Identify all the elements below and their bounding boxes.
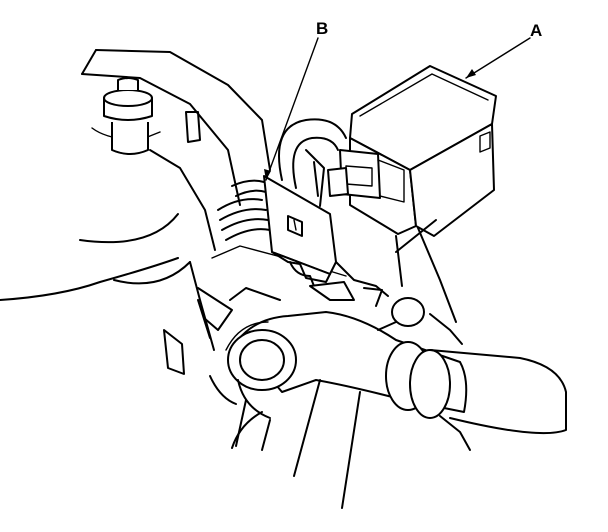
callout-label-b: B <box>316 19 328 38</box>
leader-lines <box>264 37 531 181</box>
lower-structure <box>231 219 457 509</box>
leader-line-a <box>465 37 531 79</box>
mounting-bracket <box>263 175 389 307</box>
wiring-boot <box>217 179 271 241</box>
leader-arrow-a <box>466 69 476 78</box>
engine-background <box>0 49 347 375</box>
hose-assembly <box>209 297 567 451</box>
leader-line-b <box>265 37 319 181</box>
wire-harness <box>278 118 347 207</box>
leader-arrow-b <box>264 169 271 180</box>
bolt <box>103 77 153 155</box>
sensor-unit <box>327 65 497 237</box>
callout-label-a: A <box>530 21 542 40</box>
